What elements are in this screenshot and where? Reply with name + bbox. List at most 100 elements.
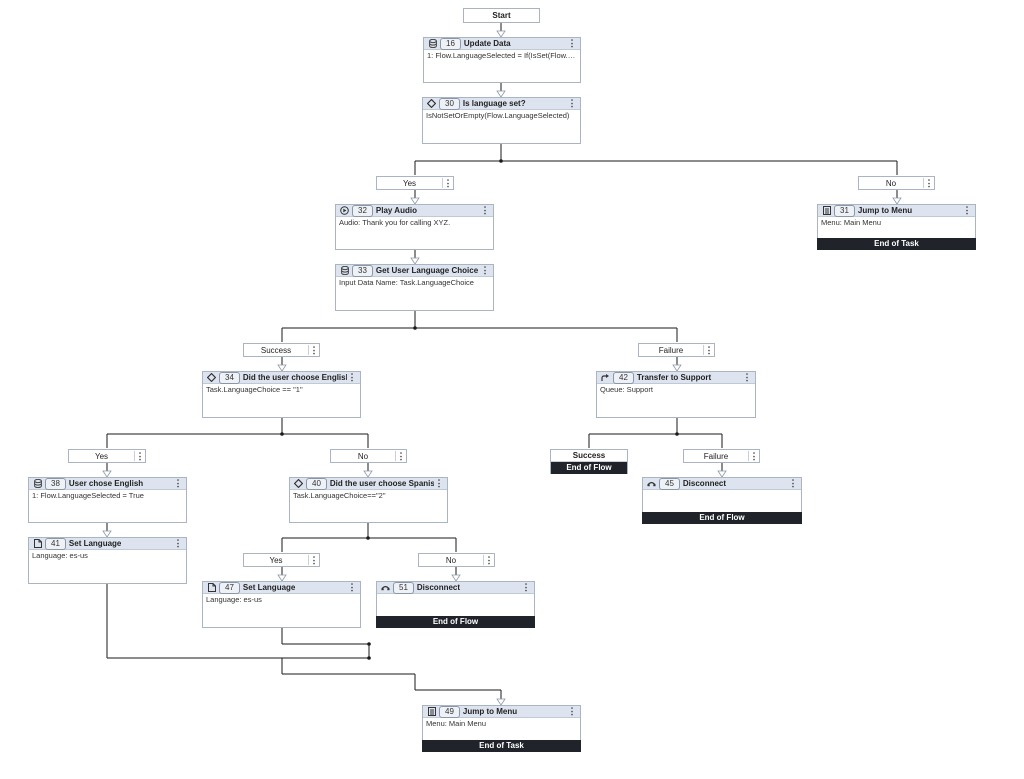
database-icon	[340, 266, 349, 275]
node-did-user-choose-spanish[interactable]: 40 Did the user choose Spanish? ⋮ Task.L…	[289, 477, 448, 523]
branch-label: Yes	[94, 451, 109, 461]
node-user-chose-english[interactable]: 38 User chose English ⋮ 1: Flow.Language…	[28, 477, 187, 523]
branch-label: Yes	[402, 178, 417, 188]
node-is-language-set[interactable]: 30 Is language set? ⋮ IsNotSetOrEmpty(Fl…	[422, 97, 581, 144]
node-language: Language: es-us	[32, 551, 88, 560]
branch-label: Yes	[269, 555, 283, 565]
kebab-menu-icon[interactable]: ⋮	[135, 450, 145, 461]
kebab-menu-icon[interactable]: ⋮	[924, 177, 934, 188]
menu-icon	[822, 206, 831, 215]
branch-yes[interactable]: Yes ⋮	[376, 176, 454, 190]
step-number: 38	[45, 477, 66, 490]
branch-failure[interactable]: Failure ⋮	[683, 449, 760, 463]
start-node[interactable]: Start	[463, 8, 540, 23]
node-play-audio[interactable]: 32 Play Audio ⋮ Audio: Thank you for cal…	[335, 204, 494, 250]
node-expression: IsNotSetOrEmpty(Flow.LanguageSelected)	[426, 111, 570, 120]
node-set-language[interactable]: 47 Set Language ⋮ Language: es-us	[202, 581, 361, 628]
kebab-menu-icon[interactable]: ⋮	[567, 98, 577, 108]
success-end-of-flow[interactable]: Success End of Flow	[550, 449, 628, 474]
node-did-user-choose-english[interactable]: 34 Did the user choose English? ⋮ Task.L…	[202, 371, 361, 418]
node-transfer-to-support[interactable]: 42 Transfer to Support ⋮ Queue: Support	[596, 371, 756, 418]
branch-no[interactable]: No ⋮	[418, 553, 495, 567]
node-set-language[interactable]: 41 Set Language ⋮ Language: es-us	[28, 537, 187, 584]
branch-yes[interactable]: Yes ⋮	[243, 553, 320, 567]
kebab-menu-icon[interactable]: ⋮	[567, 38, 577, 48]
node-update-data[interactable]: 16 Update Data ⋮ 1: Flow.LanguageSelecte…	[423, 37, 581, 83]
kebab-menu-icon[interactable]: ⋮	[443, 177, 453, 188]
node-audio: Audio: Thank you for calling XYZ.	[339, 218, 451, 227]
kebab-menu-icon[interactable]: ⋮	[484, 554, 494, 565]
kebab-menu-icon[interactable]: ⋮	[347, 372, 357, 382]
branch-no[interactable]: No ⋮	[330, 449, 407, 463]
node-title: Jump to Menu	[857, 206, 913, 215]
disconnect-icon	[647, 479, 656, 488]
branch-success[interactable]: Success ⋮	[243, 343, 320, 357]
branch-failure[interactable]: Failure ⋮	[638, 343, 715, 357]
play-audio-icon	[340, 206, 349, 215]
menu-icon	[427, 707, 436, 716]
database-icon	[33, 479, 42, 488]
node-expression: 1: Flow.LanguageSelected = If(IsSet(Flow…	[427, 51, 579, 60]
branch-label: Success	[260, 345, 292, 355]
end-of-task-label: End of Task	[817, 238, 976, 250]
branch-yes[interactable]: Yes ⋮	[68, 449, 146, 463]
node-expression: 1: Flow.LanguageSelected = True	[32, 491, 144, 500]
node-input-data: Input Data Name: Task.LanguageChoice	[339, 278, 474, 287]
kebab-menu-icon[interactable]: ⋮	[347, 582, 357, 592]
step-number: 47	[219, 581, 240, 594]
step-number: 40	[306, 477, 327, 490]
node-title: Play Audio	[375, 206, 417, 215]
step-number: 49	[439, 705, 460, 718]
decision-icon	[294, 479, 303, 488]
kebab-menu-icon[interactable]: ⋮	[434, 478, 444, 488]
document-icon	[207, 583, 216, 592]
branch-label: Failure	[703, 451, 729, 461]
end-of-task-label: End of Task	[422, 740, 581, 752]
node-menu-target: Menu: Main Menu	[426, 719, 487, 728]
step-number: 31	[834, 204, 855, 217]
node-jump-to-menu[interactable]: 31 Jump to Menu ⋮ Menu: Main Menu End of…	[817, 204, 976, 250]
kebab-menu-icon[interactable]: ⋮	[480, 205, 490, 215]
node-title: Disconnect	[416, 583, 461, 592]
kebab-menu-icon[interactable]: ⋮	[567, 706, 577, 716]
node-title: Did the user choose English?	[242, 373, 347, 382]
node-disconnect[interactable]: 51 Disconnect ⋮ End of Flow	[376, 581, 535, 628]
end-of-flow-label: End of Flow	[551, 462, 627, 474]
kebab-menu-icon[interactable]: ⋮	[742, 372, 752, 382]
node-title: User chose English	[68, 479, 144, 488]
kebab-menu-icon[interactable]: ⋮	[788, 478, 798, 488]
kebab-menu-icon[interactable]: ⋮	[396, 450, 406, 461]
kebab-menu-icon[interactable]: ⋮	[704, 344, 714, 355]
kebab-menu-icon[interactable]: ⋮	[749, 450, 759, 461]
node-queue: Queue: Support	[600, 385, 653, 394]
step-number: 16	[440, 37, 461, 50]
step-number: 51	[393, 581, 414, 594]
node-title: Jump to Menu	[462, 707, 518, 716]
kebab-menu-icon[interactable]: ⋮	[173, 538, 183, 548]
node-menu-target: Menu: Main Menu	[821, 218, 882, 227]
kebab-menu-icon[interactable]: ⋮	[309, 344, 319, 355]
kebab-menu-icon[interactable]: ⋮	[521, 582, 531, 592]
node-title: Set Language	[242, 583, 296, 592]
node-get-user-language-choice[interactable]: 33 Get User Language Choice ⋮ Input Data…	[335, 264, 494, 311]
step-number: 34	[219, 371, 240, 384]
kebab-menu-icon[interactable]: ⋮	[480, 265, 490, 275]
kebab-menu-icon[interactable]: ⋮	[962, 205, 972, 215]
node-jump-to-menu[interactable]: 49 Jump to Menu ⋮ Menu: Main Menu End of…	[422, 705, 581, 752]
decision-icon	[427, 99, 436, 108]
kebab-menu-icon[interactable]: ⋮	[309, 554, 319, 565]
node-title: Set Language	[68, 539, 122, 548]
node-disconnect[interactable]: 45 Disconnect ⋮ End of Flow	[642, 477, 802, 524]
step-number: 45	[659, 477, 680, 490]
branch-no[interactable]: No ⋮	[858, 176, 935, 190]
transfer-icon	[601, 373, 610, 382]
node-expression: Task.LanguageChoice == "1"	[206, 385, 303, 394]
kebab-menu-icon[interactable]: ⋮	[173, 478, 183, 488]
end-of-flow-label: End of Flow	[642, 512, 802, 524]
database-icon	[428, 39, 437, 48]
step-number: 42	[613, 371, 634, 384]
node-title: Update Data	[463, 39, 511, 48]
step-number: 30	[439, 97, 460, 110]
step-number: 33	[352, 264, 373, 277]
